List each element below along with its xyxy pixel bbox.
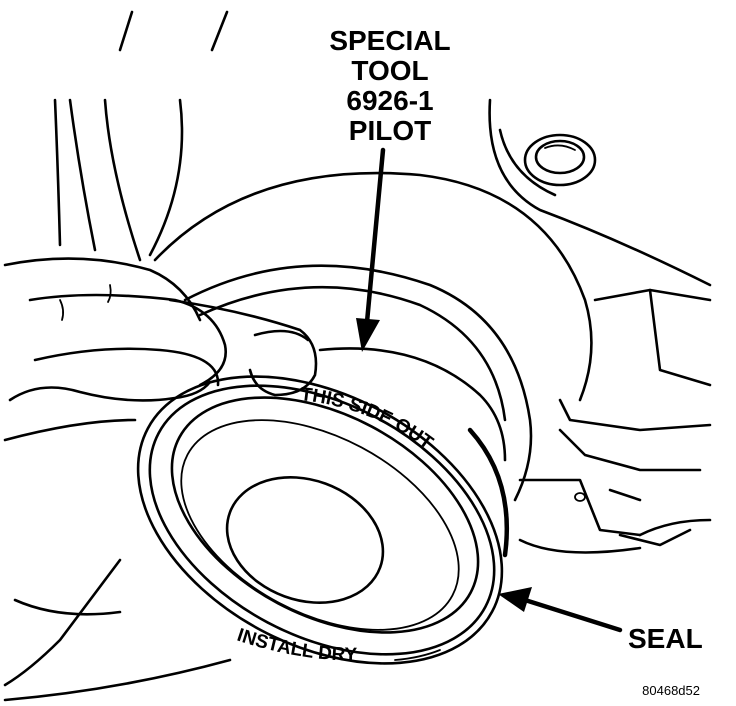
- bolt-boss: [523, 133, 597, 187]
- this-side-out-text: THIS SIDE OUT: [299, 384, 437, 454]
- top-slash-marks: [118, 10, 229, 52]
- crankshaft-bore: [183, 264, 533, 502]
- install-dry-label: INSTALL DRY: [234, 625, 357, 666]
- figure-id: 80468d52: [642, 683, 700, 698]
- tool-label-line2: TOOL: [351, 55, 428, 86]
- seal: [136, 375, 510, 665]
- install-dry-leader: [394, 649, 441, 661]
- tool-label-line1: SPECIAL: [329, 25, 450, 56]
- technician-hand: [3, 257, 318, 702]
- seal-label: SEAL: [628, 623, 703, 654]
- pilot-arrow: [356, 147, 386, 352]
- seal-center-opening: [225, 476, 385, 604]
- tool-label-line4: PILOT: [349, 115, 431, 146]
- tool-label-line3: 6926-1: [346, 85, 433, 116]
- small-hole-icon: [574, 492, 586, 502]
- install-dry-text: INSTALL DRY: [234, 625, 357, 666]
- this-side-out-label: THIS SIDE OUT: [299, 384, 437, 454]
- engine-block-housing: [53, 98, 712, 554]
- seal-arrow: [498, 587, 623, 633]
